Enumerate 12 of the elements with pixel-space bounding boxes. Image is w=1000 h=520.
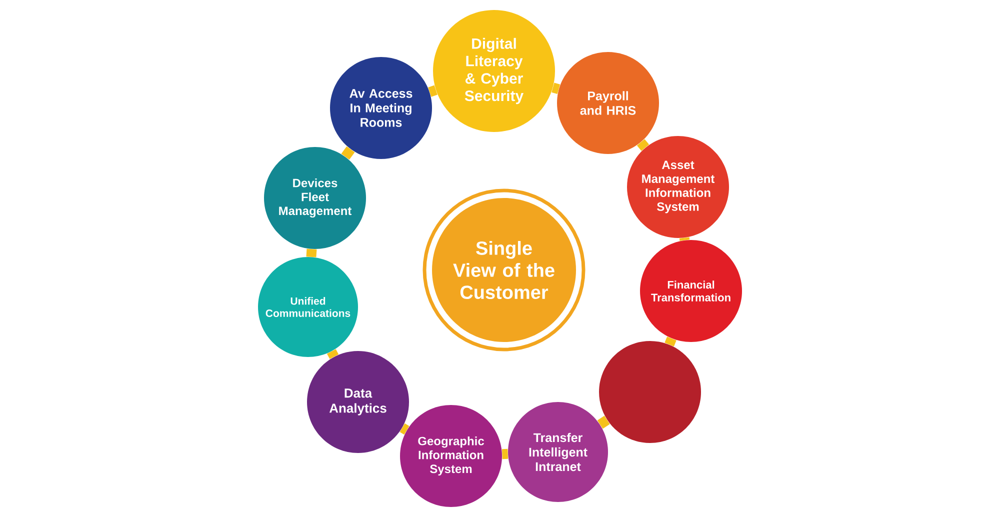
connector: [428, 85, 438, 97]
connector: [306, 248, 317, 258]
connector: [341, 146, 355, 160]
connector: [326, 349, 339, 360]
connector: [679, 237, 690, 241]
connector: [400, 423, 410, 435]
connector: [597, 416, 610, 429]
connector: [636, 139, 650, 151]
connector: [552, 82, 560, 94]
topic-circle: [599, 341, 701, 443]
connector: [664, 336, 676, 346]
connector: [502, 448, 508, 460]
